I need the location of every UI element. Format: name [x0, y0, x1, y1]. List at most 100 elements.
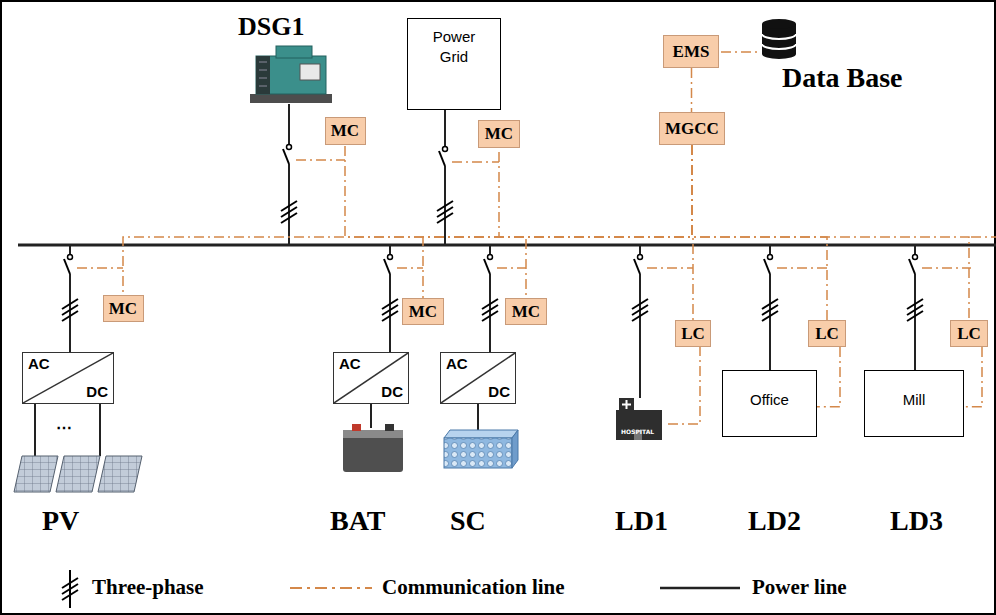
comm-line — [77, 52, 971, 424]
database-icon — [762, 49, 796, 59]
battery-icon — [343, 434, 403, 472]
ellipsis-mark: ⋯ — [56, 418, 72, 437]
power-grid-box: Power Grid — [407, 18, 501, 110]
load-label: LD3 — [890, 505, 943, 537]
power-line — [444, 110, 446, 245]
comm-line — [497, 267, 526, 269]
converter-diagonal — [23, 353, 113, 403]
load-box: Office — [722, 370, 817, 437]
controller-box: MC — [325, 117, 366, 145]
node-text: EMS — [673, 42, 710, 62]
sign-text: HOSPITAL — [621, 428, 654, 435]
node-text: AC — [339, 355, 361, 373]
pv-panel-icon — [56, 456, 100, 492]
database-icon — [762, 34, 796, 49]
communication-line — [964, 347, 982, 407]
diesel-generator-icon — [259, 78, 267, 79]
legend-symbol — [290, 587, 372, 589]
mgcc-box: MGCC — [659, 112, 725, 145]
node-text: MC — [109, 299, 137, 319]
comm-line — [721, 51, 758, 53]
diesel-generator-icon — [259, 62, 267, 63]
communication-line — [499, 145, 692, 237]
communication-line — [423, 145, 692, 298]
source-label: BAT — [330, 505, 386, 537]
diesel-generator-icon — [250, 46, 332, 103]
battery-icon — [352, 424, 361, 431]
load-controller-box: LC — [808, 320, 846, 347]
node-text: DC — [488, 383, 510, 401]
communication-line — [692, 145, 969, 320]
illustration — [384, 255, 394, 275]
battery-icon — [343, 430, 403, 438]
controller-box: MC — [103, 295, 144, 322]
load-label: LD2 — [748, 505, 801, 537]
illustration — [283, 145, 293, 165]
node-text: DC — [86, 383, 108, 401]
supercapacitor-icon — [444, 430, 518, 438]
node-text: Power Grid — [426, 27, 482, 68]
communication-line — [345, 145, 692, 237]
converter-box: AC DC — [440, 352, 516, 404]
database-label: Data Base — [782, 62, 903, 94]
power-line — [34, 404, 36, 456]
node-text: MC — [485, 124, 513, 144]
source-label: SC — [450, 505, 486, 537]
node-text: Office — [750, 391, 789, 408]
controller-box: MC — [505, 298, 547, 325]
comm-line — [647, 267, 693, 269]
comm-bus — [971, 236, 996, 238]
legend-symbol — [660, 587, 740, 590]
comm-line — [777, 267, 827, 269]
hospital-icon — [622, 400, 631, 409]
converter-diagonal — [334, 353, 408, 403]
battery-icon — [385, 424, 394, 431]
illustration — [437, 201, 453, 223]
node-text: MC — [331, 121, 359, 141]
node-text: Mill — [903, 391, 926, 408]
load-controller-box: LC — [675, 320, 711, 347]
illustration — [764, 255, 774, 275]
node-text: LC — [957, 324, 981, 344]
legend-text: Power line — [752, 575, 847, 600]
illustration — [64, 255, 74, 275]
power-line — [477, 404, 479, 430]
converter-box: AC DC — [333, 352, 409, 404]
power-line — [99, 404, 101, 456]
source-label: PV — [42, 505, 79, 537]
load-box: Mill — [864, 370, 964, 437]
controller-box: MC — [402, 298, 444, 325]
comm-line — [77, 267, 123, 269]
pv-panel-icon — [14, 456, 142, 492]
communication-line — [526, 145, 692, 298]
controller-box: MC — [478, 120, 520, 148]
communication-line — [123, 145, 692, 295]
illustration — [907, 299, 923, 321]
power-line — [370, 404, 372, 428]
node-text: LC — [681, 324, 705, 344]
supercapacitor-icon — [512, 430, 518, 468]
database-icon — [762, 19, 796, 29]
hospital-icon — [616, 398, 662, 440]
comm-line — [664, 346, 700, 424]
node-text: AC — [446, 355, 468, 373]
illustration — [382, 299, 398, 321]
battery-icon — [343, 424, 403, 472]
node-text: LC — [815, 324, 839, 344]
illustration — [484, 255, 494, 275]
power-line — [288, 104, 290, 245]
pv-panel-icon — [98, 456, 142, 492]
diesel-generator-icon — [256, 56, 326, 94]
legend-text: Communication line — [382, 575, 565, 600]
comm-line — [296, 159, 345, 161]
illustration — [439, 147, 449, 167]
supercapacitor-icon — [444, 430, 518, 468]
node-text: DC — [381, 383, 403, 401]
illustration — [762, 299, 778, 321]
load-label: LD1 — [615, 505, 668, 537]
node-text: MC — [409, 302, 437, 322]
comm-line — [397, 267, 423, 269]
hospital-icon — [619, 398, 634, 411]
